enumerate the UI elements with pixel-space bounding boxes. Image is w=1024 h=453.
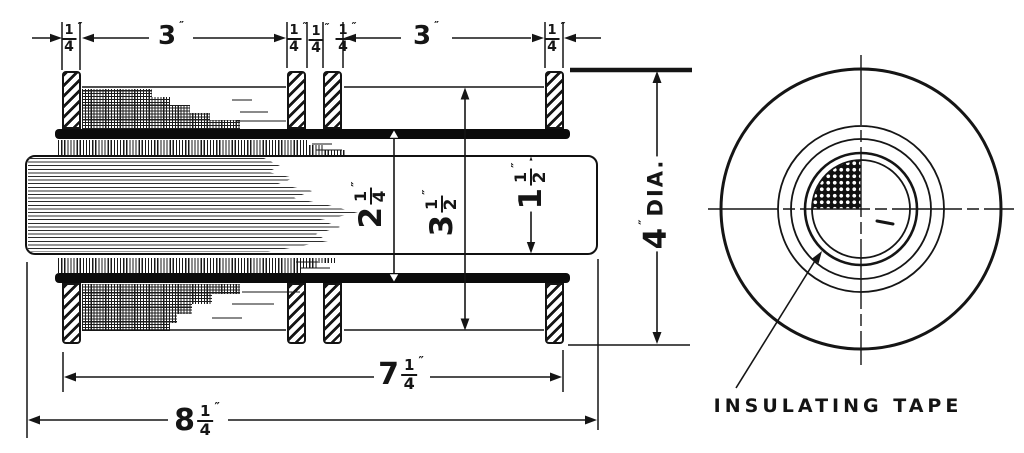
dim-whole: 3 [423, 214, 460, 237]
dim-numerator: 1 [401, 358, 418, 376]
inner-winding-bottom-texture [58, 258, 335, 273]
flange-mid-right-top [323, 71, 342, 129]
dim-denominator: 4 [403, 374, 415, 393]
dim-whole: 3 [412, 21, 432, 51]
tape-band-bottom [55, 273, 570, 283]
dim-7-quarter [64, 372, 562, 382]
inch-mark: ″ [509, 162, 523, 168]
dim-label-flange-diameter: 4 ″ DIA. [636, 156, 674, 252]
dim-2-quarter [389, 130, 399, 282]
inch-mark: ″ [420, 189, 434, 195]
dim-denominator: 4 [289, 39, 299, 55]
dim-suffix: DIA. [643, 158, 668, 217]
wire-ends-quadrant-texture [812, 160, 861, 209]
dim-whole: 7 [378, 357, 400, 392]
inch-mark: ″ [418, 354, 424, 368]
flange-left-top [62, 71, 81, 129]
dim-numerator: 1 [335, 24, 351, 40]
dim-whole: 4 [637, 227, 674, 250]
extension-lines [26, 22, 599, 438]
dim-numerator: 1 [61, 24, 77, 40]
dim-denominator: 2 [530, 171, 550, 184]
dim-label-section-right: 3″ [412, 19, 440, 51]
winding-fade-streaks [212, 99, 342, 319]
insulating-tape-callout: INSULATING TAPE [713, 395, 963, 417]
stray-mark [875, 219, 895, 226]
dim-whole: 8 [174, 403, 196, 438]
callout-leader-arrowhead [811, 251, 822, 264]
dim-denominator: 4 [338, 39, 348, 55]
callout-leader-line [735, 255, 819, 389]
dim-numerator: 1 [308, 25, 324, 41]
inch-mark: ″ [302, 20, 308, 33]
end-view [708, 55, 1014, 389]
tube-surface-lines [82, 86, 544, 331]
inch-mark: ″ [351, 20, 357, 33]
dim-whole: 3 [157, 21, 177, 51]
flange-left-bottom [62, 283, 81, 344]
flange-mid-left-bottom [287, 283, 306, 344]
dim-numerator: 1 [197, 404, 214, 422]
dim-denominator: 4 [311, 40, 321, 56]
dim-numerator: 1 [544, 24, 560, 40]
dim-3-half [460, 87, 470, 331]
inch-mark: ″ [434, 19, 440, 32]
inch-mark: ″ [77, 20, 83, 33]
dim-whole: 2 [352, 206, 389, 229]
dim-8-quarter [28, 415, 597, 425]
inch-mark: ″ [560, 20, 566, 33]
dim-numerator: 1 [286, 24, 302, 40]
flange-right-top [545, 71, 564, 129]
flange-right-bottom [545, 283, 564, 344]
inch-mark: ″ [179, 19, 185, 32]
tape-band-top [55, 129, 570, 139]
inch-mark: ″ [324, 21, 330, 34]
dim-denominator: 4 [547, 39, 557, 55]
dim-denominator: 2 [441, 198, 461, 211]
inner-winding-top-texture [58, 140, 345, 155]
flange-mid-right-bottom [323, 283, 342, 344]
dim-whole: 1 [512, 187, 549, 210]
inch-mark: ″ [636, 219, 651, 225]
dim-denominator: 4 [64, 39, 74, 55]
dim-denominator: 4 [199, 420, 211, 439]
inch-mark: ″ [214, 400, 220, 414]
inch-mark: ″ [349, 181, 363, 187]
dim-label-section-left: 3″ [157, 19, 185, 51]
dim-denominator: 4 [370, 190, 390, 203]
flange-mid-left-top [287, 71, 306, 129]
